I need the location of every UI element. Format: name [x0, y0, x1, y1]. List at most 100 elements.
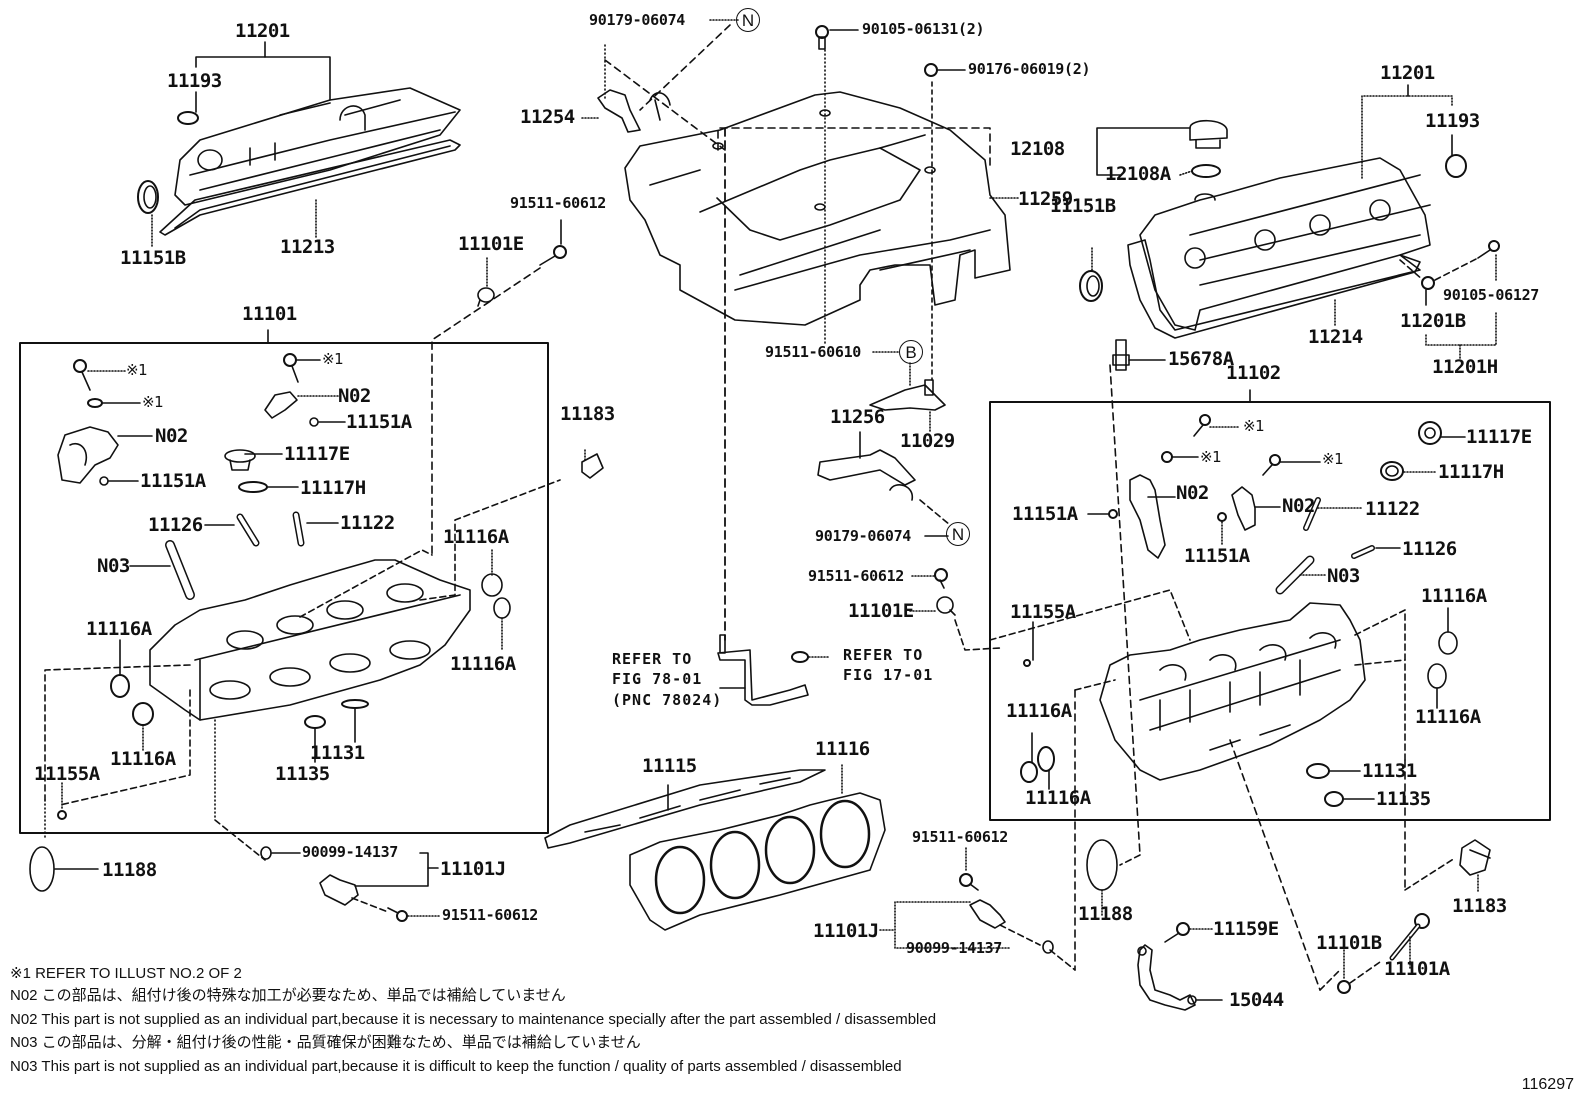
dashed-leader	[639, 24, 731, 111]
part-label: 11116A	[1006, 700, 1072, 722]
circle-marker-n: N	[946, 522, 970, 546]
bolt-11101a	[1389, 913, 1430, 961]
plug-11155a-left	[57, 810, 67, 820]
bolt-91511-bottom-mid	[959, 873, 979, 891]
dashed-leader	[999, 924, 1041, 946]
footnote-refer: ※1 REFER TO ILLUST NO.2 OF 2	[10, 965, 242, 982]
dashed-leader	[44, 664, 191, 801]
part-label: 11126	[148, 514, 203, 536]
gasket-11117h-left	[238, 481, 268, 493]
part-label: 11188	[102, 859, 157, 881]
part-label: 90179-06074	[589, 11, 686, 29]
part-label: 11122	[1365, 498, 1420, 520]
part-label: 11116A	[86, 618, 152, 640]
dashed-leader	[604, 59, 726, 151]
dashed-leader	[1229, 739, 1321, 991]
dashed-leader	[431, 267, 541, 556]
refer-marker: ※1	[1243, 417, 1265, 435]
bolt-11159e	[1164, 922, 1190, 943]
right-head-group-box	[989, 401, 1551, 821]
dashed-leader	[1119, 854, 1141, 866]
dashed-leader	[1354, 609, 1406, 761]
engine-cover-11259	[624, 91, 1011, 326]
pin-fill	[1352, 546, 1374, 558]
dashed-leader	[59, 689, 191, 806]
part-label: 91511-60612	[808, 567, 905, 585]
part-label: 11254	[520, 106, 575, 128]
bolt-91511-60612-mid	[934, 568, 948, 589]
part-label: 11151A	[140, 470, 206, 492]
grommet-11201b	[1421, 276, 1435, 290]
cam-housing-n02-right	[1129, 474, 1166, 559]
cylinder-head-right	[1099, 602, 1366, 781]
part-label: 11201	[1380, 62, 1435, 84]
gasket-11115	[544, 769, 826, 849]
part-label: 11193	[167, 70, 222, 92]
valve-cover-left	[174, 87, 461, 206]
pin-fill	[294, 513, 303, 545]
dashed-leader	[1074, 679, 1116, 691]
refer-marker: ※1	[1322, 450, 1344, 468]
plugs-11116a-bottom-left	[1020, 746, 1055, 783]
part-label: 11159E	[1213, 918, 1279, 940]
refer-marker: ※1	[142, 393, 164, 411]
part-label: 11188	[1078, 903, 1133, 925]
part-label: 11116A	[1421, 585, 1487, 607]
part-label: N02	[338, 385, 371, 407]
plug-11188-right	[1086, 839, 1118, 891]
circle-marker-n: N	[736, 8, 760, 32]
valve-cover-gasket-left	[159, 139, 461, 236]
part-label: 90099-14137	[302, 843, 399, 861]
clip-n	[889, 484, 913, 501]
part-label: 11151A	[346, 411, 412, 433]
part-label: 11131	[310, 742, 365, 764]
bolt-91511-60612-top	[539, 245, 567, 266]
part-label: 11122	[340, 512, 395, 534]
part-label: 11131	[1362, 760, 1417, 782]
part-label: 11101E	[848, 600, 914, 622]
dashed-leader	[717, 127, 991, 166]
part-label: 11101J	[813, 920, 879, 942]
part-label: 11126	[1402, 538, 1457, 560]
bracket-11029	[869, 379, 946, 411]
refer-marker: ※1	[322, 350, 344, 368]
part-label: 11101E	[458, 233, 524, 255]
part-label: 11193	[1425, 110, 1480, 132]
part-label: 11151A	[1012, 503, 1078, 525]
dashed-leader	[299, 549, 433, 618]
bracket-11201-left	[195, 56, 331, 101]
part-label: N02	[1176, 482, 1209, 504]
part-label: 11259	[1018, 188, 1073, 210]
part-label: 11116A	[110, 748, 176, 770]
part-label: 11101J	[440, 858, 506, 880]
oring-90099-left	[260, 846, 272, 860]
dashed-leader	[1399, 259, 1424, 281]
part-label: 11151A	[1184, 545, 1250, 567]
footnote-n02-en: N02 This part is not supplied as an indi…	[10, 1011, 937, 1028]
nut-90176-06019	[924, 63, 938, 77]
part-label: 11116A	[1415, 706, 1481, 728]
part-label: 91511-60612	[442, 906, 539, 924]
part-label: 11116A	[443, 526, 509, 548]
plug-11183-right	[1459, 839, 1491, 876]
plug-11116a	[110, 674, 130, 698]
reference-note: FIG 78-01	[612, 670, 703, 688]
part-label: 11029	[900, 430, 955, 452]
part-label: 11256	[830, 406, 885, 428]
part-label: 11135	[1376, 788, 1431, 810]
bracket-11201h	[1425, 311, 1497, 346]
dashed-leader	[214, 819, 266, 861]
part-label: 11151B	[120, 247, 186, 269]
gasket-12108a	[1191, 164, 1221, 178]
figure-number: 116297	[1521, 1076, 1574, 1093]
part-label: 11183	[1452, 895, 1507, 917]
plug-11116a	[481, 573, 503, 597]
oring-90099-mid	[1042, 940, 1054, 954]
part-label: N03	[97, 555, 130, 577]
part-label: 12108	[1010, 138, 1065, 160]
dashed-leader	[1349, 961, 1381, 984]
reference-note: FIG 17-01	[843, 666, 934, 684]
pin-fill	[1304, 498, 1320, 530]
part-label: N02	[1282, 495, 1315, 517]
